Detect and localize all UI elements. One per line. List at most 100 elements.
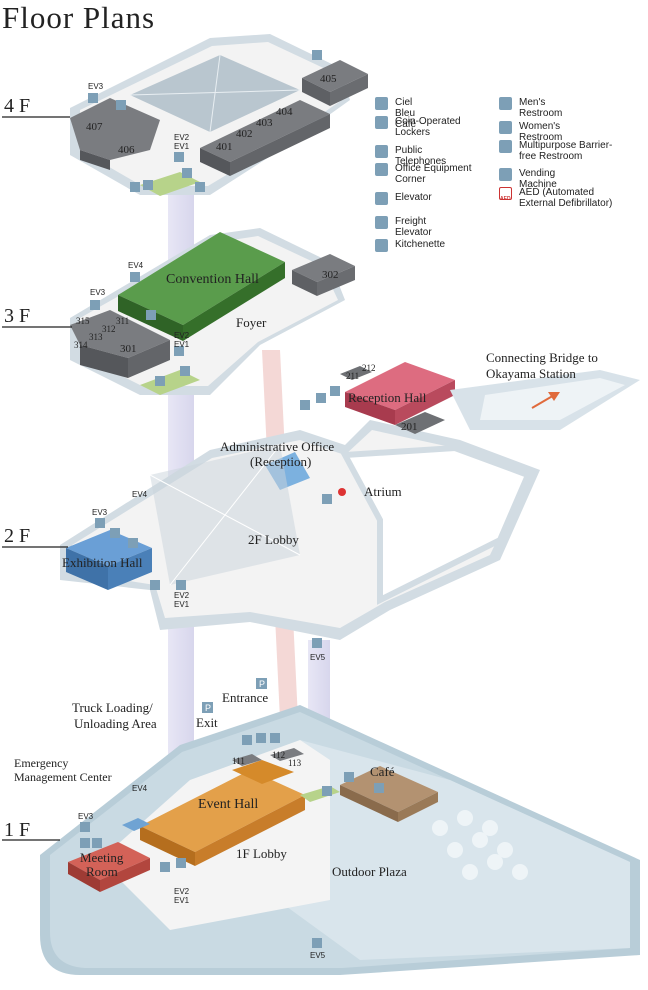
ev5-tag-1f: EV5 [310,951,326,960]
kitchenette-icon [375,239,388,252]
restroom-icon [242,735,252,745]
restroom-icon [130,182,140,192]
atrium-void [340,444,533,605]
telephone-icon [160,862,170,872]
ev2-tag-3f: EV2 [174,331,190,340]
floor-2f [60,362,640,640]
elevator-icon [312,638,322,648]
room-313: 313 [89,332,103,342]
emergency-label-1: Emergency [14,756,68,770]
exit-label: Exit [196,715,218,730]
ev2-tag-4f: EV2 [174,133,190,142]
page-title: Floor Plans [2,0,156,35]
restroom-icon [155,376,165,386]
legend-item-barrier-free: Multipurpose Barrier-free Restroom [499,140,629,162]
room-407: 407 [86,121,103,133]
legend-label: Vending Machine [519,168,557,190]
legend-label: Multipurpose Barrier-free Restroom [519,140,613,162]
floor-label-2f: 2 F [4,525,30,547]
convention-hall-room [118,232,285,325]
room-406: 406 [118,144,135,156]
elevator-icon [176,858,186,868]
aed-icon [338,488,346,496]
ev3-tag-4f: EV3 [88,82,104,91]
ev4-tag-2f: EV4 [132,490,148,499]
legend-item-telephones: Public Telephones [375,145,446,167]
room-404: 404 [276,106,293,118]
room-212: 212 [362,363,376,373]
elevator-icon [130,272,140,282]
room-311: 311 [116,316,129,326]
lobby-1f-label: 1F Lobby [236,846,287,861]
foyer-label: Foyer [236,315,267,330]
event-hall-label: Event Hall [198,797,258,812]
cafe-icon [374,783,384,793]
restroom-icon [180,366,190,376]
admin-office-label: Administrative Office [220,439,334,454]
room-315: 315 [76,316,90,326]
legend-item-mens-restroom: Men's Restroom [499,97,562,119]
ev4-tag-3f: EV4 [128,261,144,270]
parking-icon [256,678,267,689]
room-112: 112 [272,750,285,760]
floor-label-4f: 4 F [4,95,30,117]
legend-item-lockers: Coin-Operated Lockers [375,116,485,138]
room-211: 211 [346,371,359,381]
legend-label: Office Equipment Corner [395,163,472,185]
freight-elevator-icon [375,216,388,229]
legend-item-vending: Vending Machine [499,168,557,190]
telephone-icon [150,580,160,590]
room-405: 405 [320,73,337,85]
reception-hall-label: Reception Hall [348,390,427,405]
cafe-label: Café [370,764,395,779]
emergency-label-2: Management Center [14,770,112,784]
floor-label-3f: 3 F [4,305,30,327]
room-301: 301 [120,343,137,355]
entrance-label: Entrance [222,690,268,705]
restroom-icon [322,786,332,796]
room-314: 314 [74,340,88,350]
womens-restroom-icon [499,121,512,134]
locker-icon [375,116,388,129]
elevator-icon [95,518,105,528]
outdoor-plaza-label: Outdoor Plaza [332,864,407,879]
floor-3f [70,228,355,395]
restroom-icon [195,182,205,192]
legend-label: Women's Restroom [519,121,563,143]
room-113: 113 [288,758,302,768]
restroom-icon [330,386,340,396]
restroom-icon [256,733,266,743]
ev5-tag-2f: EV5 [310,653,326,662]
lobby-2f-label: 2F Lobby [248,532,299,547]
ev3-tag-2f: EV3 [92,508,108,517]
ev4-tag-1f: EV4 [132,784,148,793]
floor-4f [70,34,368,196]
ev1-tag-2f: EV1 [174,600,190,609]
ev1-tag-3f: EV1 [174,340,190,349]
elevator-icon [80,822,90,832]
legend-item-womens-restroom: Women's Restroom [499,121,562,143]
legend-label: Ciel Bleu Café [395,97,417,130]
freight-elevator-icon [90,300,100,310]
parking-icon [202,702,213,713]
floor-1f [40,705,640,975]
legend-label: Public Telephones [395,145,447,167]
exhibition-hall-label: Exhibition Hall [62,555,143,570]
ev3-tag-1f: EV3 [78,812,94,821]
restroom-icon [146,310,156,320]
restroom-icon [300,400,310,410]
elevator-icon [312,938,322,948]
room-403: 403 [256,117,273,129]
legend-item-office-equipment: Office Equipment Corner [375,163,475,185]
restroom-icon [316,393,326,403]
legend-item-elevator: Elevator [375,192,432,205]
truck-label-1: Truck Loading/ [72,700,153,715]
parking-glyph-entrance: P [259,679,265,689]
legend-item-freight-elevator: Freight Elevator [375,216,432,238]
ev2-tag-1f: EV2 [174,887,190,896]
legend-label: Men's Restroom [519,97,563,119]
vending-icon [322,494,332,504]
truck-label-2: Unloading Area [74,716,157,731]
telephone-icon [375,145,388,158]
